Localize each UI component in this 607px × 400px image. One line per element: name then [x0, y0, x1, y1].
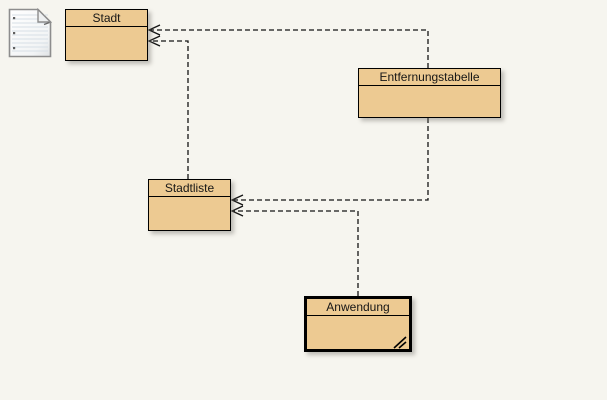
class-box-entfernungstabelle[interactable]: Entfernungstabelle — [358, 68, 501, 118]
dependency-arrow-entfernungstabelle-to-stadtliste[interactable] — [230, 118, 429, 206]
class-box-anwendung[interactable]: Anwendung — [304, 296, 412, 352]
class-box-stadt[interactable]: Stadt — [65, 9, 148, 61]
resize-handle-icon[interactable] — [393, 336, 408, 349]
class-box-stadtliste[interactable]: Stadtliste — [148, 179, 231, 231]
class-name-label: Stadt — [66, 10, 147, 27]
class-name-label: Entfernungstabelle — [359, 69, 500, 86]
readme-icon[interactable] — [8, 7, 53, 58]
dependency-arrow-anwendung-to-stadtliste[interactable] — [230, 205, 359, 296]
class-name-label: Stadtliste — [149, 180, 230, 197]
class-name-label: Anwendung — [307, 299, 409, 316]
dependency-arrow-entfernungstabelle-to-stadt[interactable] — [147, 24, 429, 68]
readme-paper-icon — [8, 7, 53, 58]
dependency-arrow-stadtliste-to-stadt[interactable] — [147, 35, 189, 179]
